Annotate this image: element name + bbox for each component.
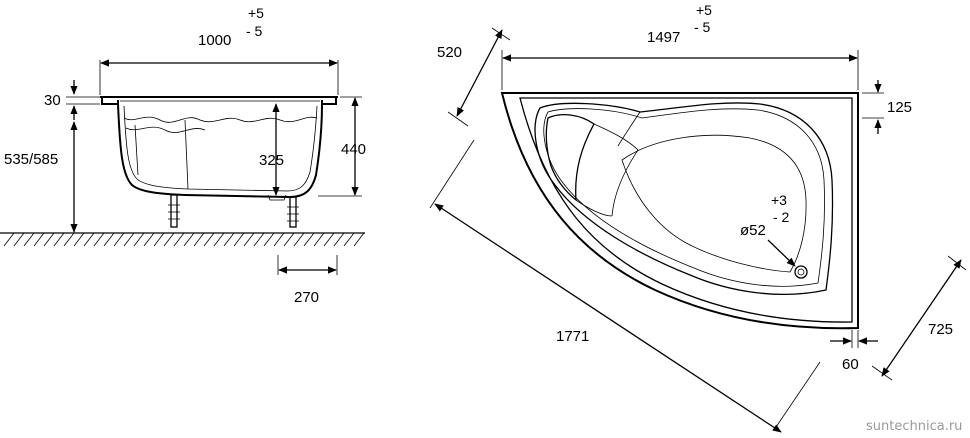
dimension-wide-end-725: 725 <box>871 255 967 381</box>
rim-label: 30 <box>44 92 61 109</box>
dimension-inner-depth-325: 325 <box>259 103 284 196</box>
drain-callout: ø52 +3 - 2 <box>740 192 796 267</box>
diagonal-label: 1771 <box>556 328 589 345</box>
dimension-diagonal-1771: 1771 <box>429 139 821 433</box>
height-label: 535/585 <box>4 151 58 168</box>
width-label: 1000 <box>198 32 231 49</box>
dimension-height-535-585: 535/585 <box>4 121 78 233</box>
edge-offset-label: 60 <box>842 356 859 373</box>
depth-label: 440 <box>341 141 366 158</box>
dimension-edge-60: 60 <box>830 330 878 373</box>
dimension-length-1497: 1497 +5 - 5 <box>501 2 859 90</box>
tub-side-body <box>100 96 338 228</box>
drain-tol-minus: - 2 <box>773 209 790 225</box>
watermark-text: suntechnica.ru <box>866 419 962 434</box>
drain-tol-plus: +3 <box>771 192 787 208</box>
width-tol-plus: +5 <box>248 5 264 21</box>
tub-top-outline <box>500 92 859 330</box>
floor-line <box>0 232 365 247</box>
dimension-narrow-end-520: 520 <box>437 27 511 127</box>
dimension-width-1000: 1000 +5 - 5 <box>99 5 339 95</box>
drain-diameter-label: ø52 <box>740 222 766 239</box>
length-tol-plus: +5 <box>696 2 712 18</box>
length-tol-minus: - 5 <box>694 19 711 35</box>
narrow-end-label: 520 <box>437 44 462 61</box>
dimension-rim-30: 30 <box>44 80 100 120</box>
top-view: 1497 +5 - 5 520 125 1771 <box>429 2 967 433</box>
wide-end-label: 725 <box>928 321 953 338</box>
width-tol-minus: - 5 <box>246 23 263 39</box>
drain-offset-label: 270 <box>294 289 319 306</box>
inner-depth-label: 325 <box>259 152 284 169</box>
side-view: 1000 +5 - 5 30 535/585 440 325 <box>0 5 366 306</box>
rim-top-label: 125 <box>887 99 912 116</box>
length-label: 1497 <box>647 29 680 46</box>
dimension-drain-270: 270 <box>277 255 338 306</box>
dimension-rim-125: 125 <box>862 80 912 134</box>
dimension-depth-440: 440 <box>318 96 366 197</box>
